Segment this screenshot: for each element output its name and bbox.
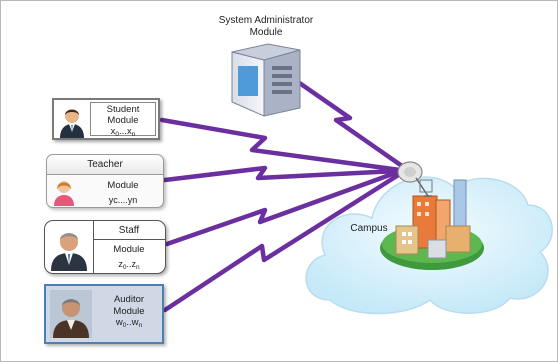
teacher-module-card: Teacher Module yc....yn bbox=[46, 154, 164, 208]
teacher-range: yc....yn bbox=[108, 195, 138, 205]
teacher-title: Teacher bbox=[87, 159, 123, 170]
staff-module-card: Staff Module z0..zn bbox=[44, 220, 166, 274]
teacher-header: Teacher bbox=[47, 155, 163, 175]
link-teacher bbox=[162, 165, 401, 183]
student-text-box: Student Module x0...xn bbox=[90, 102, 156, 138]
teacher-avatar-icon bbox=[54, 181, 74, 206]
auditor-avatar-icon bbox=[53, 299, 89, 338]
staff-module-text: Module bbox=[113, 244, 145, 255]
student-title: Student bbox=[106, 104, 140, 115]
link-staff bbox=[164, 169, 401, 247]
satellite-dish-icon bbox=[397, 161, 433, 197]
auditor-range: w0..wn bbox=[115, 317, 143, 329]
student-range: x0...xn bbox=[110, 126, 136, 138]
auditor-title: Auditor bbox=[113, 294, 145, 305]
student-module-text: Module bbox=[107, 115, 139, 126]
student-avatar-icon bbox=[56, 102, 88, 138]
student-labels: Student Module x0...xn bbox=[91, 104, 155, 140]
auditor-module-text: Module bbox=[113, 305, 145, 317]
auditor-labels: Auditor Module w0..wn bbox=[96, 294, 162, 332]
campus-buildings-icon bbox=[380, 179, 484, 270]
link-admin bbox=[295, 79, 405, 169]
admin-subtitle: Module bbox=[249, 27, 283, 38]
staff-divider-vertical bbox=[93, 221, 94, 273]
admin-label: System Administrator Module bbox=[206, 15, 326, 39]
link-student bbox=[159, 117, 403, 173]
student-module-card: Student Module x0...xn bbox=[52, 98, 160, 140]
staff-range: z0..zn bbox=[118, 259, 140, 271]
staff-divider-horizontal bbox=[93, 239, 165, 240]
teacher-module-text: Module bbox=[107, 180, 139, 191]
connection-links bbox=[159, 79, 405, 313]
auditor-photo bbox=[50, 290, 92, 338]
campus-label: Campus bbox=[350, 223, 388, 234]
server-icon bbox=[231, 43, 301, 117]
auditor-module-card: Auditor Module w0..wn bbox=[44, 284, 164, 344]
staff-avatar-icon bbox=[51, 233, 87, 271]
link-auditor bbox=[162, 171, 403, 313]
staff-title: Staff bbox=[118, 225, 140, 236]
admin-title: System Administrator bbox=[218, 15, 314, 26]
